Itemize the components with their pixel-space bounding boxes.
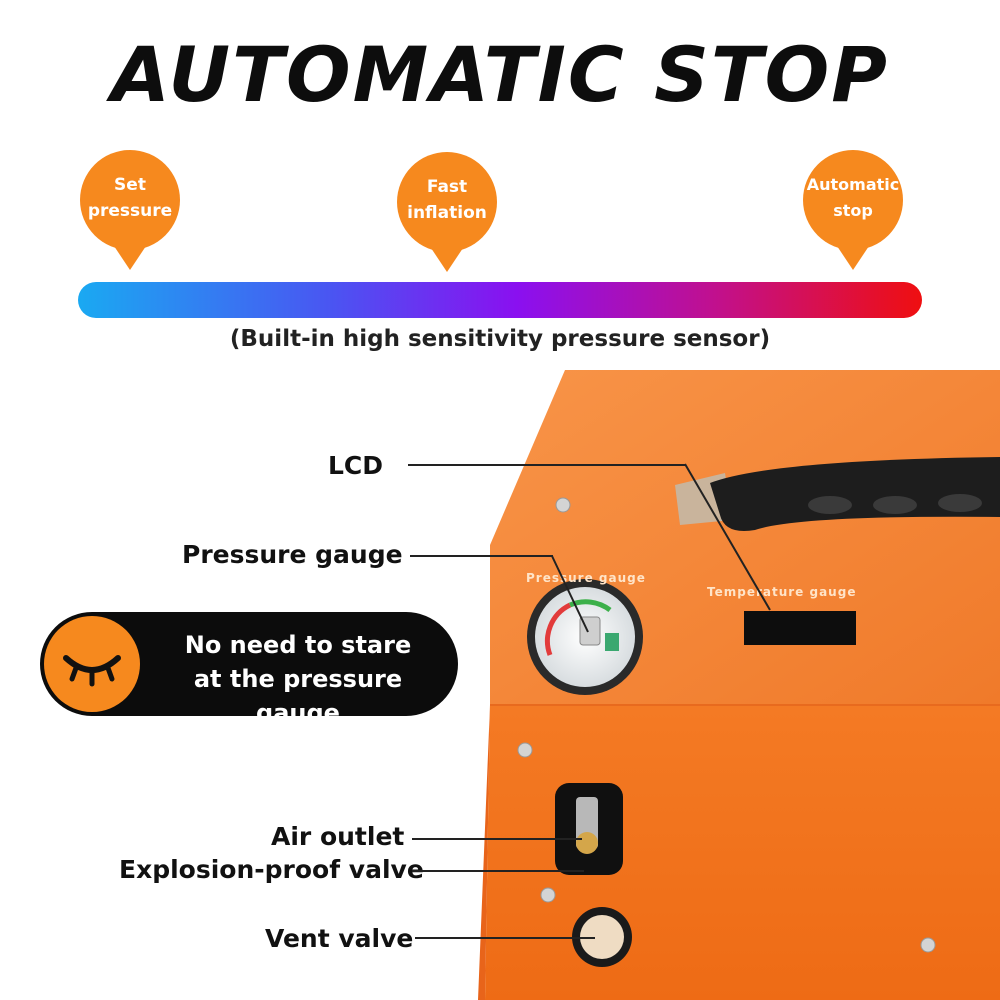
page-title: AUTOMATIC STOP — [111, 30, 889, 119]
device-temperature-label: Temperature gauge — [707, 585, 857, 599]
callout-explosion-proof-valve: Explosion-proof valve — [119, 855, 424, 884]
step-set-pressure: Set pressure — [80, 150, 180, 270]
callout-line-pressure-gauge — [410, 555, 553, 557]
callout-pressure-gauge: Pressure gauge — [182, 540, 403, 569]
callout-lcd: LCD — [328, 451, 384, 480]
no-stare-badge: No need to stare at the pressure gauge — [40, 612, 458, 727]
pin-shape-icon — [397, 152, 497, 272]
sensor-note: (Built-in high sensitivity pressure sens… — [229, 326, 771, 352]
step-line2: inflation — [407, 203, 487, 223]
step-automatic-stop: Automatic stop — [803, 150, 903, 270]
compressor-device-image — [478, 370, 1000, 1000]
step-line1: Set — [114, 175, 146, 195]
callout-line-lcd-diagonal — [684, 463, 771, 611]
badge-line2: at the pressure gauge — [193, 665, 403, 727]
closed-eye-icon — [63, 655, 121, 687]
callout-line-lcd — [408, 464, 686, 466]
step-line1: Automatic — [806, 175, 900, 194]
callout-air-outlet: Air outlet — [271, 822, 405, 851]
closed-eye-icon-circle — [44, 616, 140, 712]
step-line1: Fast — [426, 177, 468, 197]
pin-shape-icon — [80, 150, 180, 270]
step-line2: stop — [833, 201, 873, 220]
callout-line-explosion-valve — [412, 870, 584, 872]
step-fast-inflation: Fast inflation — [397, 152, 497, 272]
callout-line-pressure-gauge-diagonal — [551, 555, 589, 633]
gradient-progress-bar — [78, 282, 922, 318]
badge-line1: No need to stare — [184, 631, 412, 659]
device-pressure-label: Pressure gauge — [526, 571, 646, 585]
callout-line-air-outlet — [412, 838, 582, 840]
callout-line-vent-valve — [415, 937, 595, 939]
step-line2: pressure — [87, 201, 173, 221]
pin-shape-icon — [803, 150, 903, 270]
callout-vent-valve: Vent valve — [265, 924, 414, 953]
